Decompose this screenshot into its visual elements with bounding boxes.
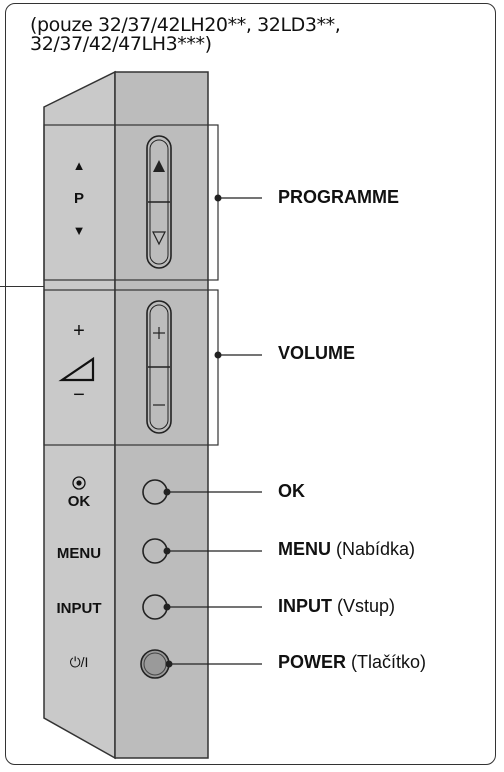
volume-group-box [43,289,219,446]
programme-down-arrow [152,231,166,246]
ok-dot-icon [72,476,86,490]
volume-rocker [146,300,172,434]
programme-up-label: ▲ [72,158,86,173]
power-side-label: ⏻/I [69,654,89,670]
volume-ramp-icon [58,356,95,382]
power-callout: POWER (Tlačítko) [278,652,427,672]
model-note: (pouze 32/37/42LH20**, 32LD3**, 32/37/42… [30,14,341,55]
programme-p-label: P [73,190,84,207]
power-button [140,649,170,679]
model-note-line1: (pouze 32/37/42LH20**, 32LD3**, [30,14,341,36]
programme-down-label: ▼ [72,223,86,238]
menu-button [142,538,168,564]
menu-callout: MENU (Nabídka) [278,539,416,559]
panel-front-face [114,71,209,759]
volume-plus-label: + [73,320,85,342]
programme-rocker [146,135,172,269]
programme-callout: PROGRAMME [278,187,399,207]
diagram-frame [5,3,496,765]
programme-up-arrow [153,160,165,172]
menu-side-label: MENU [56,545,102,562]
page-edge-mark [0,286,44,287]
ok-callout: OK [278,481,305,501]
input-callout: INPUT (Vstup) [278,596,396,616]
ok-button [142,479,168,505]
input-side-label: INPUT [56,600,102,617]
input-button [142,594,168,620]
model-note-line2: 32/37/42/47LH3***) [30,33,212,55]
volume-minus-label: − [73,384,85,406]
volume-callout: VOLUME [278,343,356,363]
ok-side-label: OK [67,493,91,510]
programme-group-box [43,124,219,281]
